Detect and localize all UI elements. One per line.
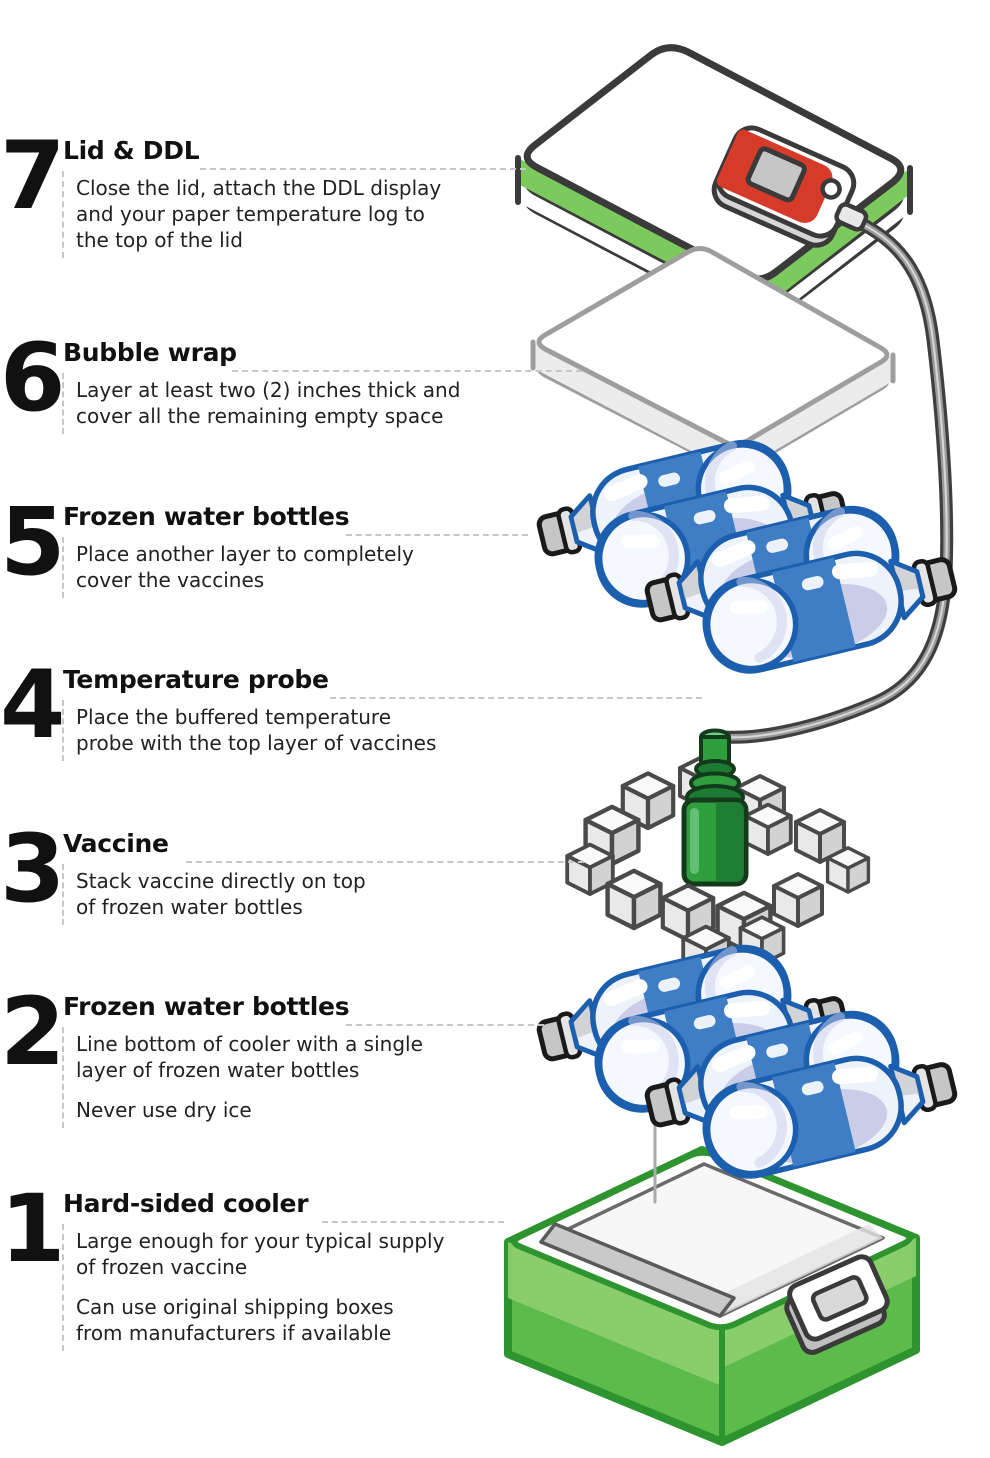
text-line: and your paper temperature log to <box>76 202 425 226</box>
text-line: from manufacturers if available <box>76 1321 392 1345</box>
text-line: Layer at least two (2) inches thick and <box>76 378 461 402</box>
step-1-number: 1 <box>0 1175 66 1284</box>
step-2-number: 2 <box>0 978 66 1087</box>
step-7-description: Close the lid, attach the DDL display an… <box>62 171 441 258</box>
step-4-title: Temperature probe <box>63 665 329 694</box>
cable-connector <box>834 202 869 232</box>
text-line: probe with the top layer of vaccines <box>76 731 437 755</box>
step-6-title: Bubble wrap <box>63 338 237 367</box>
text-line: Never use dry ice <box>76 1098 252 1122</box>
step-4-description: Place the buffered temperature probe wit… <box>62 700 436 761</box>
text-line: of frozen vaccine <box>76 1255 248 1279</box>
text-line: layer of frozen water bottles <box>76 1058 360 1082</box>
leader-line <box>346 534 528 536</box>
text-line: of frozen water bottles <box>76 895 303 919</box>
step-7-title: Lid & DDL <box>63 136 200 165</box>
step-2-description: Line bottom of cooler with a single laye… <box>62 1027 423 1128</box>
step-3-title: Vaccine <box>63 829 169 858</box>
text-line: Stack vaccine directly on top <box>76 869 366 893</box>
step-3-number: 3 <box>0 815 66 924</box>
step-5-number: 5 <box>0 488 66 597</box>
cooler-handle <box>784 1254 890 1355</box>
step-2-title: Frozen water bottles <box>63 992 350 1021</box>
leader-line <box>330 697 702 699</box>
step-3-description: Stack vaccine directly on top of frozen … <box>62 864 366 925</box>
text-line: Place the buffered temperature <box>76 705 392 729</box>
ddl-display <box>711 125 869 248</box>
leader-line <box>346 1024 544 1026</box>
leader-line <box>186 861 584 863</box>
step-6-description: Layer at least two (2) inches thick and … <box>62 373 460 434</box>
step-7-number: 7 <box>0 122 66 231</box>
leader-line <box>232 370 582 372</box>
leader-line <box>322 1221 504 1223</box>
text-line: cover the vaccines <box>76 568 265 592</box>
bubble-wrap-layer <box>530 246 896 474</box>
step-5-description: Place another layer to completely cover … <box>62 537 414 598</box>
text-line: Large enough for your typical supply <box>76 1229 445 1253</box>
text-line: the top of the lid <box>76 228 243 252</box>
frozen-water-bottles-bottom-layer <box>531 938 962 1185</box>
step-1-description: Large enough for your typical supply of … <box>62 1224 444 1351</box>
step-1-title: Hard-sided cooler <box>63 1189 309 1218</box>
temperature-probe <box>681 728 749 887</box>
frozen-water-bottles-top-layer <box>531 433 962 680</box>
step-4-number: 4 <box>0 651 66 760</box>
leader-line <box>200 168 526 170</box>
text-line: Line bottom of cooler with a single <box>76 1032 423 1056</box>
text-line: Close the lid, attach the DDL display <box>76 176 442 200</box>
text-line: Can use original shipping boxes <box>76 1295 394 1319</box>
step-6-number: 6 <box>0 324 66 433</box>
text-line: cover all the remaining empty space <box>76 404 444 428</box>
text-line: Place another layer to completely <box>76 542 414 566</box>
step-5-title: Frozen water bottles <box>63 502 350 531</box>
hard-sided-cooler <box>504 1146 920 1446</box>
